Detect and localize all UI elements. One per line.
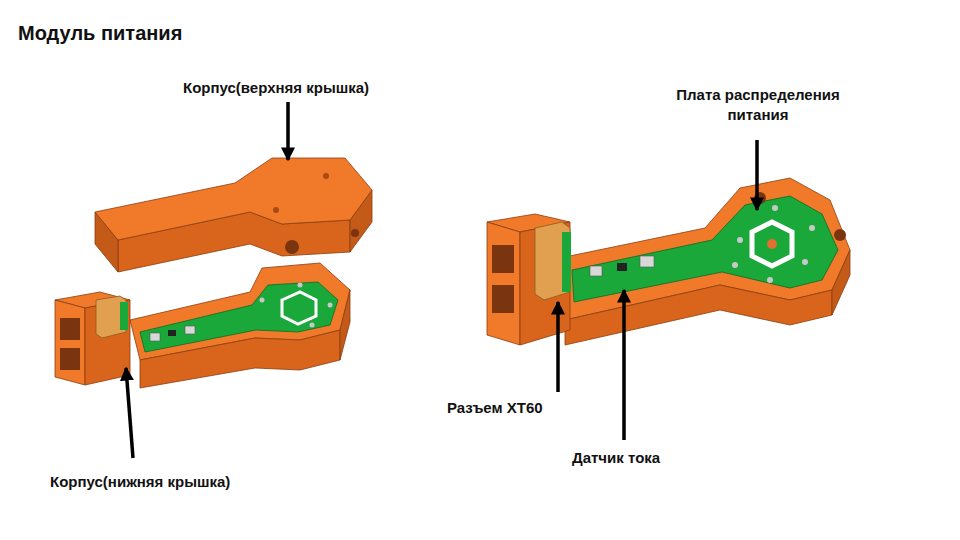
part-label: Датчик тока (572, 448, 660, 468)
part-label: Корпус(верхняя крышка) (183, 78, 369, 98)
part-label: Плата распределения питания (652, 85, 864, 125)
part-label: Корпус(нижняя крышка) (50, 472, 230, 492)
bottom-housing (55, 263, 350, 388)
leader-arrows (126, 102, 757, 458)
part-label: Разъем XT60 (447, 398, 543, 418)
page-title: Модуль питания (18, 22, 182, 45)
assembled-housing (487, 178, 850, 345)
top-lid (95, 158, 372, 272)
